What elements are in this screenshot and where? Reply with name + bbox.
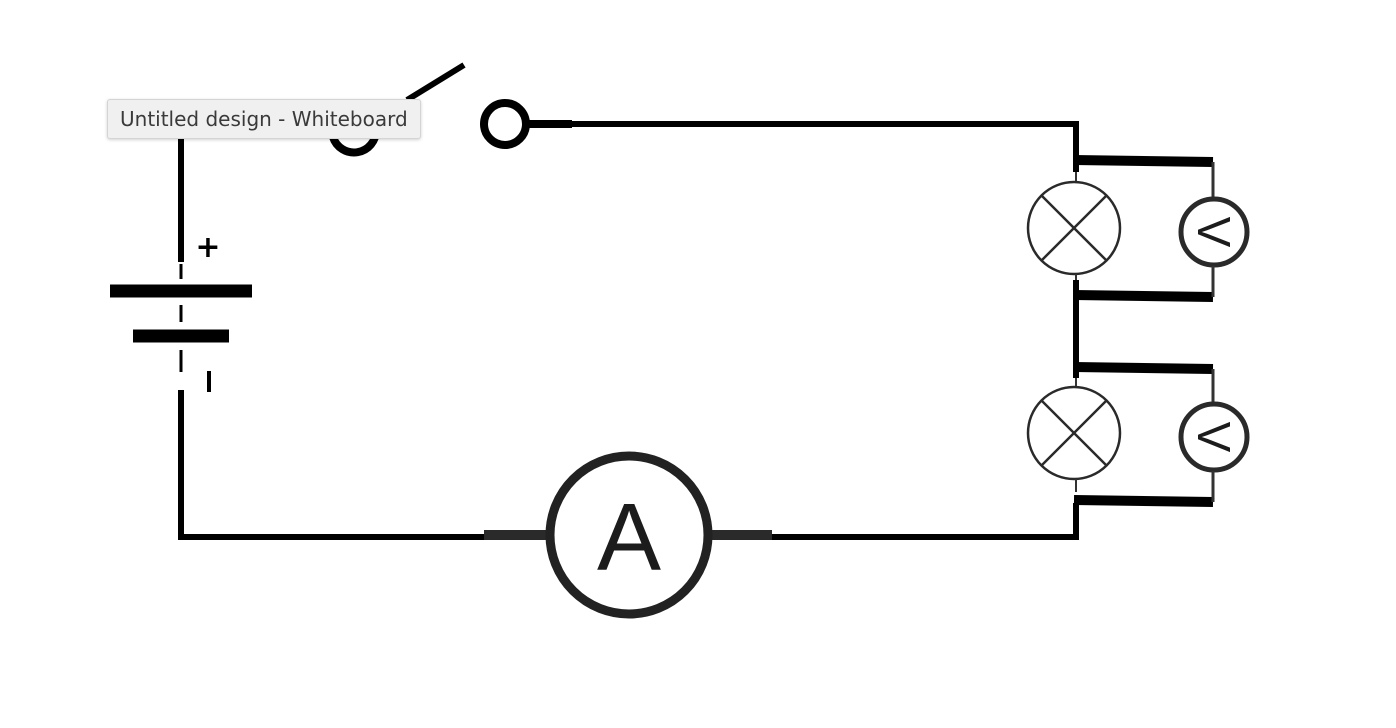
battery-positive-label: + (195, 230, 220, 265)
switch-right-terminal (480, 99, 530, 149)
voltmeter-1-label: V (1188, 217, 1240, 248)
ammeter-circle (545, 451, 713, 619)
voltmeter-2-label: V (1188, 422, 1240, 453)
wire-bottom-right (772, 503, 1079, 540)
voltmeter-2[interactable]: V (1178, 369, 1250, 502)
wire-top (572, 121, 1079, 172)
voltmeter-1-circle (1178, 196, 1250, 268)
ammeter-symbol[interactable]: A (484, 451, 772, 619)
voltmeter-1[interactable]: V (1178, 162, 1250, 297)
lamp-2[interactable] (1026, 362, 1214, 507)
window-title-tooltip: Untitled design - Whiteboard (107, 99, 421, 139)
ammeter-label: A (597, 484, 661, 591)
wire-left-bottom (178, 390, 490, 540)
tooltip-text: Untitled design - Whiteboard (120, 107, 408, 131)
switch-lever (405, 62, 466, 103)
battery-symbol[interactable]: + (110, 230, 252, 392)
lamp-1[interactable] (1026, 155, 1214, 302)
voltmeter-2-circle (1178, 401, 1250, 473)
